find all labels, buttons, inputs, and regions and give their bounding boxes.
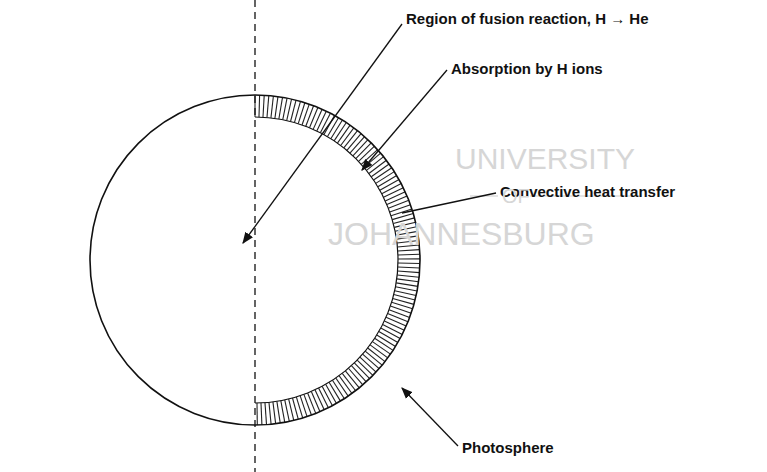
hatch-line <box>398 271 420 273</box>
hatch-line <box>371 164 389 177</box>
hatch-line <box>382 184 401 194</box>
hatch-line <box>397 275 419 277</box>
hatch-line <box>309 107 317 127</box>
hatch-line <box>260 403 262 425</box>
hatch-line <box>283 98 287 120</box>
hatch-line <box>273 402 276 424</box>
watermark-text: UNIVERSITY <box>455 144 635 174</box>
hatch-line <box>281 401 285 423</box>
hatch-line <box>398 254 420 256</box>
hatch-line <box>336 378 348 396</box>
callout-label: Region of fusion reaction, H → He <box>406 10 649 28</box>
hatch-line <box>275 97 278 119</box>
leader-line <box>402 193 496 213</box>
hatch-line <box>258 95 260 117</box>
hatch-line <box>374 168 392 180</box>
hatch-line <box>381 328 400 338</box>
hatch-line <box>383 324 403 334</box>
watermark-text: JOHANNESBURG <box>328 218 595 250</box>
hatch-line <box>375 338 393 350</box>
hatch-line <box>285 400 290 422</box>
hatch-line <box>396 283 418 287</box>
hatch-line <box>326 384 337 403</box>
hatch-line <box>306 106 314 127</box>
shell-inner-edge <box>255 117 398 403</box>
hatch-line <box>313 109 322 129</box>
hatch-line <box>263 95 264 117</box>
hatch-line <box>322 386 332 405</box>
hatch-line <box>384 188 404 198</box>
hatch-line <box>376 172 395 184</box>
hatch-line <box>329 382 340 401</box>
hatch-line <box>292 398 298 419</box>
hatch-line <box>319 388 329 408</box>
hatch-line <box>267 96 269 118</box>
hatch-line <box>302 104 309 125</box>
hatch-line <box>386 317 406 326</box>
hatch-line <box>311 391 320 411</box>
hatch-line <box>271 96 273 118</box>
hatch-line <box>377 335 396 347</box>
leader-line <box>243 24 402 243</box>
hatch-line <box>385 192 405 201</box>
hatch-line <box>279 97 283 119</box>
hatch-line <box>390 306 411 313</box>
hatch-line <box>384 321 404 330</box>
hatch-line <box>395 291 416 296</box>
hatch-line <box>389 310 410 318</box>
hatch-line <box>332 380 344 398</box>
hatch-line <box>388 314 408 322</box>
hatch-line <box>388 200 409 208</box>
hatch-line <box>395 287 417 291</box>
hatch-line <box>397 279 419 282</box>
callout-label: Photosphere <box>462 439 554 457</box>
hatch-line <box>379 332 398 343</box>
hatch-line <box>331 120 343 139</box>
hatch-line <box>269 402 271 424</box>
callout-label: Absorption by H ions <box>451 60 603 78</box>
hatch-line <box>317 111 327 131</box>
hatch-line <box>289 399 294 420</box>
hatch-line <box>265 403 267 425</box>
hatch-line <box>398 262 420 264</box>
hatch-line <box>315 390 324 410</box>
hatch-line <box>339 376 352 394</box>
hatch-line <box>387 196 407 205</box>
hatch-line <box>256 403 257 425</box>
hatched-shell <box>255 95 420 425</box>
watermark-text: OF <box>502 186 530 206</box>
hatch-line <box>277 401 280 423</box>
hatch-line <box>380 180 399 191</box>
hatch-line <box>327 118 338 137</box>
hatch-line <box>287 99 292 120</box>
hatch-line <box>398 267 420 268</box>
hatch-line <box>398 258 420 259</box>
axis-line <box>254 0 255 472</box>
hatch-line <box>378 176 397 187</box>
hatch-line <box>334 123 346 141</box>
hatch-line <box>308 393 316 413</box>
leader-line <box>402 388 458 446</box>
leader-line <box>362 70 447 170</box>
